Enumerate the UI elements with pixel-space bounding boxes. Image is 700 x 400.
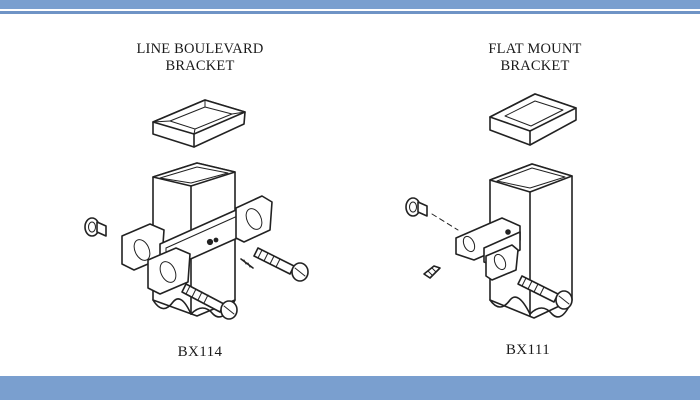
right-post-cap [489,93,577,146]
right-bracket-plate [455,217,521,281]
flat-mount-bracket-drawing [405,93,577,319]
right-product-code: BX111 [505,342,551,358]
left-bracket-flange-front [147,247,191,295]
left-carriage-bolt-icon [84,217,107,237]
top-blue-band [0,0,700,9]
right-carriage-bolt-icon [405,197,459,231]
bottom-blue-band [0,376,700,400]
right-title-line2: BRACKET [500,58,570,74]
left-lag-bolt-right-icon [253,247,309,282]
left-product-code: BX114 [177,344,223,360]
left-product-title: LINE BOULEVARD BRACKET [110,41,290,75]
top-blue-rule [0,11,700,14]
left-post-cap [152,99,246,148]
right-title-line1: FLAT MOUNT [488,41,582,57]
left-small-screw-icon [240,258,254,269]
left-lag-bolt-lower-icon [181,283,238,320]
right-lag-bolt-icon [517,275,573,310]
left-title-line2: BRACKET [165,58,235,74]
right-small-screw-icon [423,265,441,279]
left-bracket-flange-right [235,195,273,243]
right-product-title: FLAT MOUNT BRACKET [455,41,615,75]
line-boulevard-bracket-drawing [84,99,309,320]
left-title-line1: LINE BOULEVARD [136,41,264,57]
